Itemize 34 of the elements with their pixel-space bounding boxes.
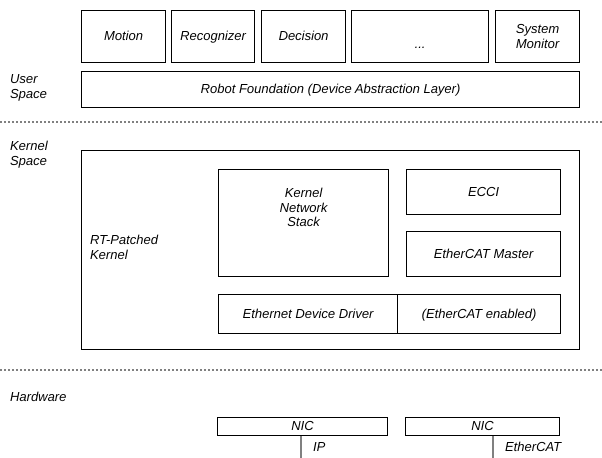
box-label: Recognizer bbox=[180, 29, 246, 44]
component-box bbox=[405, 417, 560, 436]
edge-label: EtherCAT bbox=[503, 440, 564, 454]
box-label: Kernel Network Stack bbox=[278, 186, 329, 230]
component-box bbox=[406, 231, 561, 277]
layer-label: Kernel Space bbox=[10, 139, 49, 169]
component-box bbox=[495, 10, 580, 63]
layer-label: User Space bbox=[10, 72, 48, 102]
connector-line bbox=[492, 436, 494, 458]
component-box bbox=[81, 10, 166, 63]
box-label: Robot Foundation (Device Abstraction Layer) bbox=[200, 82, 460, 97]
box-label: EtherCAT Master bbox=[434, 246, 534, 262]
layer-label: Hardware bbox=[10, 390, 68, 405]
component-box bbox=[351, 10, 489, 63]
component-box bbox=[406, 169, 561, 215]
box-label: ECCI bbox=[468, 184, 500, 200]
component-box bbox=[171, 10, 255, 63]
box-label: Motion bbox=[104, 29, 144, 44]
box-label: Decision bbox=[278, 29, 328, 44]
component-box bbox=[397, 294, 561, 334]
box-label: NIC bbox=[291, 419, 314, 434]
kernel-container-box bbox=[81, 150, 580, 350]
box-label: System Monitor bbox=[514, 22, 560, 52]
connector-line bbox=[300, 436, 302, 458]
component-box bbox=[81, 71, 580, 108]
component-box bbox=[218, 294, 398, 334]
box-label: Ethernet Device Driver bbox=[242, 306, 374, 322]
box-label: NIC bbox=[471, 419, 494, 434]
component-box bbox=[261, 10, 346, 63]
component-box bbox=[217, 417, 388, 436]
box-label: (EtherCAT enabled) bbox=[422, 306, 536, 322]
component-box bbox=[218, 169, 389, 277]
box-label: ... bbox=[414, 37, 426, 52]
box-label: RT-Patched Kernel bbox=[90, 233, 160, 263]
